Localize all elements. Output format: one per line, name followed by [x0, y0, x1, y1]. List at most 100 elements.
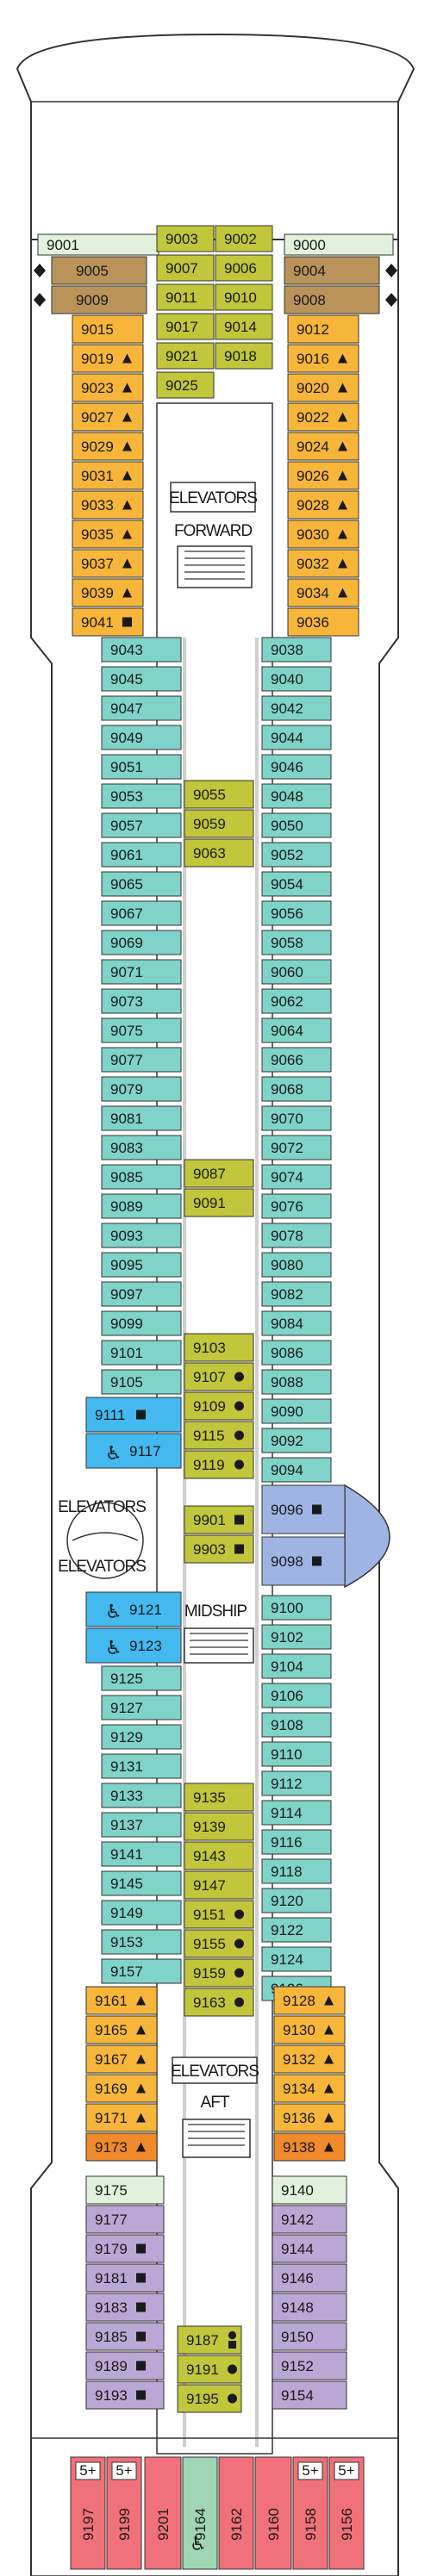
cabin-9049[interactable]: 9049	[101, 725, 182, 750]
cabin-9159[interactable]: 9159	[184, 1958, 254, 1988]
cabin-9137[interactable]: 9137	[101, 1812, 182, 1838]
cabin-9022[interactable]: 9022	[287, 402, 359, 432]
cabin-9059[interactable]: 9059	[184, 809, 254, 838]
cabin-9076[interactable]: 9076	[261, 1193, 332, 1219]
cabin-9099[interactable]: 9099	[101, 1310, 182, 1336]
cabin-9002[interactable]: 9002	[215, 225, 273, 252]
cabin-9119[interactable]: 9119	[184, 1450, 254, 1479]
cabin-9146[interactable]: 9146	[272, 2263, 347, 2293]
cabin-9177[interactable]: 9177	[85, 2205, 165, 2234]
cabin-9085[interactable]: 9085	[101, 1164, 182, 1190]
cabin-9090[interactable]: 9090	[261, 1398, 332, 1424]
cabin-9153[interactable]: 9153	[101, 1929, 182, 1955]
cabin-9100[interactable]: 9100	[261, 1595, 332, 1621]
cabin-9104[interactable]: 9104	[261, 1653, 332, 1679]
cabin-9018[interactable]: 9018	[215, 342, 273, 370]
cabin-9060[interactable]: 9060	[261, 959, 332, 985]
cabin-9066[interactable]: 9066	[261, 1047, 332, 1073]
cabin-9091[interactable]: 9091	[184, 1188, 254, 1217]
cabin-9021[interactable]: 9021	[156, 342, 215, 370]
cabin-9073[interactable]: 9073	[101, 988, 182, 1014]
cabin-9062[interactable]: 9062	[261, 988, 332, 1014]
cabin-9074[interactable]: 9074	[261, 1164, 332, 1190]
cabin-9148[interactable]: 9148	[272, 2293, 347, 2322]
cabin-9132[interactable]: 9132	[273, 2044, 346, 2074]
cabin-9102[interactable]: 9102	[261, 1624, 332, 1650]
cabin-9026[interactable]: 9026	[287, 461, 359, 490]
cabin-9006[interactable]: 9006	[215, 254, 273, 282]
cabin-9130[interactable]: 9130	[273, 2015, 346, 2044]
cabin-9033[interactable]: 9033	[72, 490, 144, 520]
cabin-9048[interactable]: 9048	[261, 783, 332, 809]
cabin-9135[interactable]: 9135	[184, 1783, 254, 1812]
cabin-9155[interactable]: 9155	[184, 1929, 254, 1958]
cabin-9120[interactable]: 9120	[261, 1888, 332, 1913]
cabin-9020[interactable]: 9020	[287, 373, 359, 402]
cabin-9087[interactable]: 9087	[184, 1159, 254, 1188]
cabin-9045[interactable]: 9045	[101, 666, 182, 692]
cabin-9125[interactable]: 9125	[101, 1665, 182, 1691]
cabin-9110[interactable]: 9110	[261, 1741, 332, 1767]
cabin-9009[interactable]: 9009	[34, 285, 147, 314]
cabin-9011[interactable]: 9011	[156, 283, 215, 311]
cabin-9030[interactable]: 9030	[287, 520, 359, 549]
cabin-9000[interactable]: 9000	[284, 233, 394, 256]
cabin-9098[interactable]: 9098	[261, 1536, 346, 1586]
cabin-9118[interactable]: 9118	[261, 1858, 332, 1884]
cabin-9107[interactable]: 9107	[184, 1362, 254, 1391]
aft-suite-9156[interactable]: 5+9156	[328, 2456, 365, 2570]
cabin-9071[interactable]: 9071	[101, 959, 182, 985]
cabin-9057[interactable]: 9057	[101, 812, 182, 838]
cabin-9025[interactable]: 9025	[156, 371, 215, 399]
cabin-9106[interactable]: 9106	[261, 1683, 332, 1708]
cabin-9035[interactable]: 9035	[72, 520, 144, 549]
cabin-9122[interactable]: 9122	[261, 1917, 332, 1943]
cabin-9001[interactable]: 9001	[37, 233, 159, 256]
cabin-9052[interactable]: 9052	[261, 842, 332, 868]
aft-suite-9197[interactable]: 5+9197	[70, 2456, 106, 2570]
cabin-9014[interactable]: 9014	[215, 313, 273, 340]
cabin-9034[interactable]: 9034	[287, 578, 359, 607]
cabin-9055[interactable]: 9055	[184, 780, 254, 809]
cabin-9901[interactable]: 9901	[184, 1505, 254, 1534]
cabin-9127[interactable]: 9127	[101, 1695, 182, 1720]
cabin-9157[interactable]: 9157	[101, 1958, 182, 1984]
cabin-9078[interactable]: 9078	[261, 1223, 332, 1248]
cabin-9147[interactable]: 9147	[184, 1870, 254, 1900]
cabin-9143[interactable]: 9143	[184, 1841, 254, 1870]
cabin-9088[interactable]: 9088	[261, 1369, 332, 1395]
cabin-9181[interactable]: 9181	[85, 2263, 165, 2293]
cabin-9081[interactable]: 9081	[101, 1105, 182, 1131]
cabin-9050[interactable]: 9050	[261, 812, 332, 838]
cabin-9141[interactable]: 9141	[101, 1841, 182, 1867]
cabin-9171[interactable]: 9171	[85, 2103, 158, 2132]
cabin-9136[interactable]: 9136	[273, 2103, 346, 2132]
cabin-9054[interactable]: 9054	[261, 871, 332, 897]
cabin-9167[interactable]: 9167	[85, 2044, 158, 2074]
cabin-9039[interactable]: 9039	[72, 578, 144, 607]
cabin-9152[interactable]: 9152	[272, 2351, 347, 2380]
cabin-9005[interactable]: 9005	[34, 256, 147, 285]
cabin-9140[interactable]: 9140	[272, 2175, 347, 2205]
cabin-9173[interactable]: 9173	[85, 2132, 158, 2162]
cabin-9111[interactable]: 9111	[85, 1397, 182, 1433]
cabin-9007[interactable]: 9007	[156, 254, 215, 282]
cabin-9032[interactable]: 9032	[287, 549, 359, 578]
cabin-9029[interactable]: 9029	[72, 432, 144, 461]
cabin-9086[interactable]: 9086	[261, 1340, 332, 1366]
cabin-9094[interactable]: 9094	[261, 1457, 332, 1483]
cabin-9023[interactable]: 9023	[72, 373, 144, 402]
cabin-9064[interactable]: 9064	[261, 1017, 332, 1043]
cabin-9131[interactable]: 9131	[101, 1753, 182, 1779]
cabin-9058[interactable]: 9058	[261, 930, 332, 955]
cabin-9047[interactable]: 9047	[101, 695, 182, 721]
cabin-9027[interactable]: 9027	[72, 402, 144, 432]
cabin-9193[interactable]: 9193	[85, 2380, 165, 2410]
cabin-9103[interactable]: 9103	[184, 1333, 254, 1362]
cabin-9161[interactable]: 9161	[85, 1986, 158, 2015]
cabin-9067[interactable]: 9067	[101, 900, 182, 926]
cabin-9040[interactable]: 9040	[261, 666, 332, 692]
cabin-9065[interactable]: 9065	[101, 871, 182, 897]
cabin-9061[interactable]: 9061	[101, 842, 182, 868]
cabin-9028[interactable]: 9028	[287, 490, 359, 520]
